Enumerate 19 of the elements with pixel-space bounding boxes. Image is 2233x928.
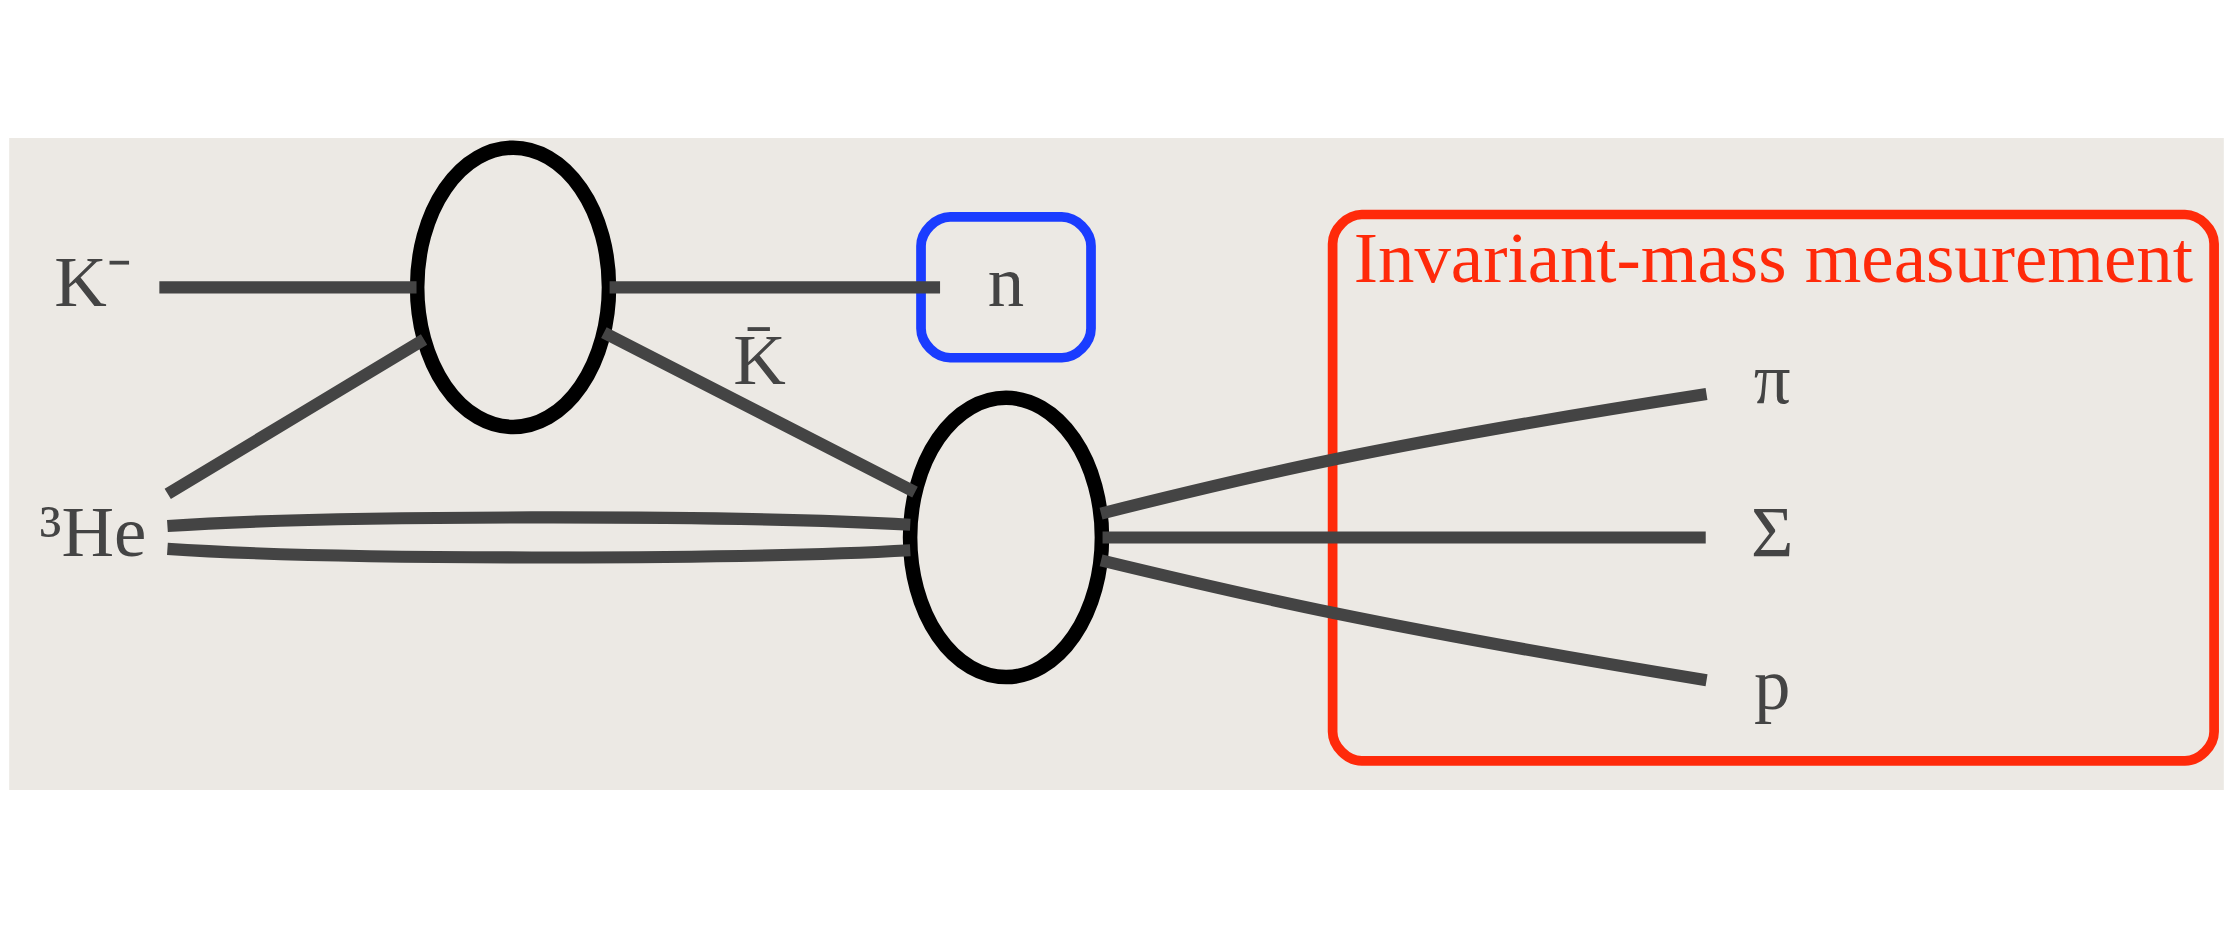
node-text: π [1753,337,1791,419]
cluster [916,212,1096,363]
connector [164,334,428,500]
node-text: ³He [39,490,147,572]
node-ellipse [902,390,1110,685]
connector [167,511,911,533]
connector [167,542,911,564]
connector [609,281,941,294]
node-text: Σ [1750,490,1794,572]
connector [1099,554,1708,687]
connector [601,327,918,498]
node-text: p [1753,643,1791,725]
connector [1102,531,1706,544]
node-text: n [987,240,1025,322]
connector [159,281,417,294]
edge-label: K̄ [733,319,786,401]
node-text: K⁻ [54,240,132,322]
connector [1099,388,1708,520]
node-ellipse [409,140,617,435]
